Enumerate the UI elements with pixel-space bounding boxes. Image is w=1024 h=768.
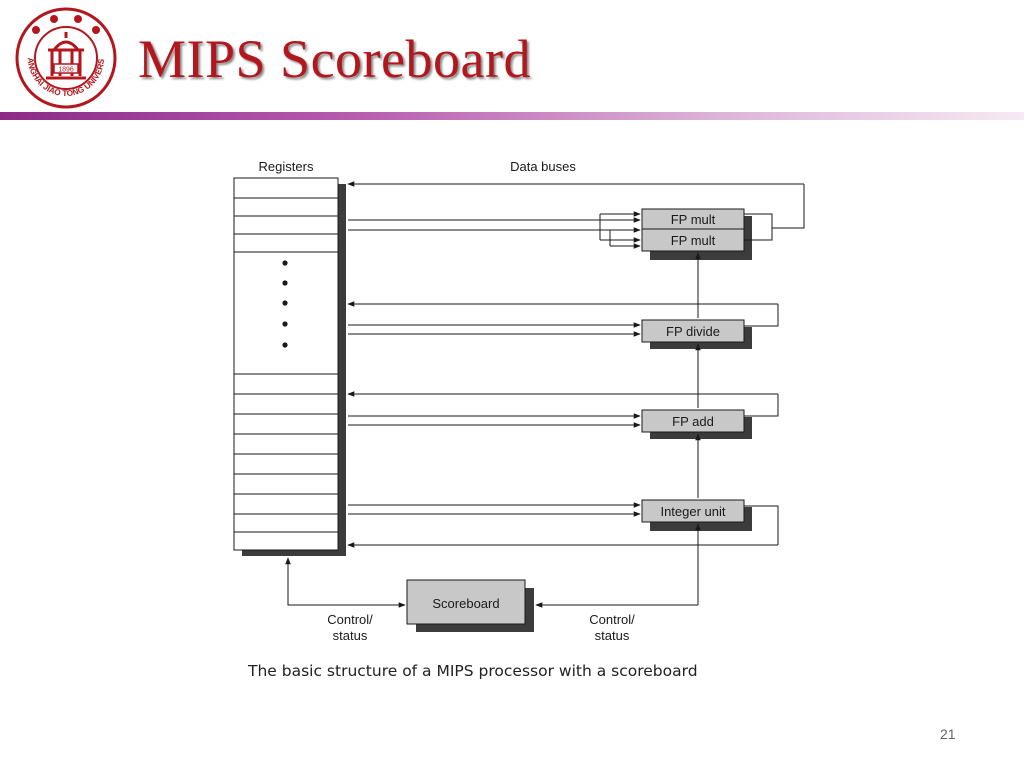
control-status-right: Control/ status (589, 612, 635, 643)
registers-label: Registers (259, 159, 314, 174)
figure-caption: The basic structure of a MIPS processor … (248, 662, 698, 680)
svg-text:status: status (333, 628, 368, 643)
svg-text:Control/: Control/ (327, 612, 373, 627)
university-logo: 1896 SHANGHAI JIAO TONG UNIVERSITY (14, 6, 117, 109)
fp-mult-unit-2: FP mult (641, 228, 745, 252)
svg-text:FP mult: FP mult (671, 212, 716, 227)
data-bus-lines (285, 181, 805, 608)
scoreboard-diagram: Registers Data buses (233, 159, 805, 643)
register-ellipsis (282, 260, 288, 348)
svg-text:Control/: Control/ (589, 612, 635, 627)
svg-text:FP mult: FP mult (671, 233, 716, 248)
data-buses-label: Data buses (510, 159, 576, 174)
title-divider (0, 112, 1024, 120)
register-file (233, 177, 346, 556)
fp-add-unit: FP add (641, 409, 745, 433)
svg-text:status: status (595, 628, 630, 643)
svg-text:FP add: FP add (672, 414, 714, 429)
svg-text:FP divide: FP divide (666, 324, 720, 339)
fp-mult-unit-1: FP mult (641, 208, 745, 230)
svg-text:Scoreboard: Scoreboard (432, 596, 499, 611)
scoreboard-unit: Scoreboard (406, 579, 526, 625)
slide-title: MIPS Scoreboard (138, 29, 531, 89)
svg-text:Integer unit: Integer unit (660, 504, 725, 519)
control-status-left: Control/ status (327, 612, 373, 643)
integer-unit: Integer unit (641, 499, 745, 523)
logo-year: 1896 (58, 67, 74, 74)
fp-divide-unit: FP divide (641, 319, 745, 343)
page-number: 21 (940, 726, 956, 742)
